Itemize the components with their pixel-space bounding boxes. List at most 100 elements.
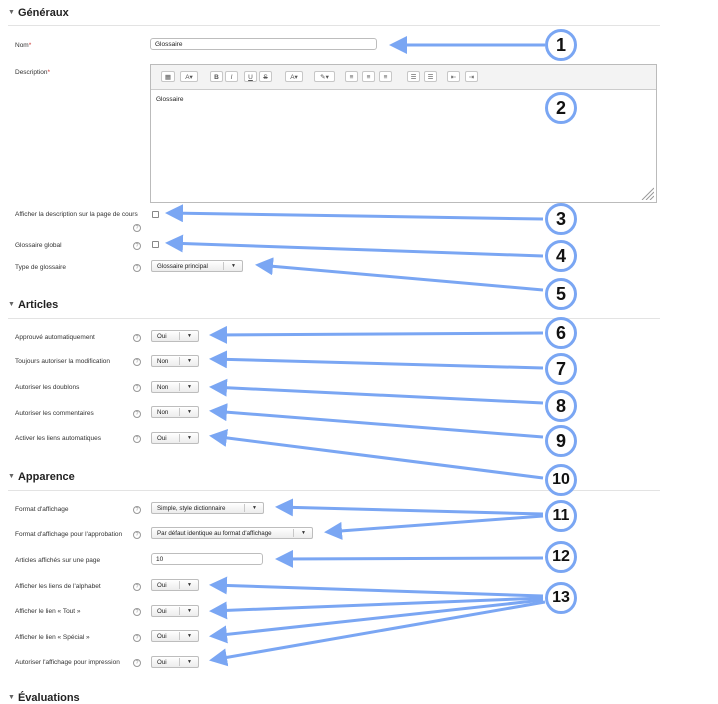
arrow-9 (209, 403, 544, 439)
required-icon: * (47, 69, 51, 76)
toolbar-toggle-icon[interactable]: ▦ (161, 71, 175, 82)
type-glossaire-label: Type de glossaire (15, 264, 66, 271)
chevron-down-icon: ▼ (187, 582, 192, 588)
impression-label: Autoriser l'affichage pour impression (15, 659, 120, 666)
afficher-description-checkbox[interactable] (152, 211, 159, 218)
badge-5: 5 (545, 278, 577, 310)
glossaire-global-label: Glossaire global (15, 242, 62, 249)
alphabet-label: Afficher les liens de l'alphabet (15, 583, 101, 590)
help-icon[interactable]: ? (133, 224, 141, 232)
help-icon[interactable]: ? (133, 435, 141, 443)
nom-input[interactable]: Glossaire (150, 38, 377, 50)
doublons-select[interactable]: Non ▼ (151, 381, 199, 393)
chevron-down-icon: ▼ (187, 384, 192, 390)
impression-select[interactable]: Oui ▼ (151, 656, 199, 668)
section-divider (8, 318, 660, 319)
liens-auto-select[interactable]: Oui ▼ (151, 432, 199, 444)
doublons-label: Autoriser les doublons (15, 384, 80, 391)
description-text: Glossaire (156, 96, 184, 103)
help-icon[interactable]: ? (133, 634, 141, 642)
commentaires-select[interactable]: Non ▼ (151, 406, 199, 418)
chevron-down-icon: ▼ (187, 358, 192, 364)
section-articles-header[interactable]: ▼Articles (8, 299, 59, 311)
help-icon[interactable]: ? (133, 358, 141, 366)
help-icon[interactable]: ? (133, 531, 141, 539)
badge-13: 13 (545, 582, 577, 614)
articles-page-input[interactable]: 10 (151, 553, 263, 565)
afficher-description-label: Afficher la description sur la page de c… (15, 211, 138, 218)
underline-icon[interactable]: U (244, 71, 257, 82)
badge-2: 2 (545, 92, 577, 124)
strikethrough-icon[interactable]: S (259, 71, 272, 82)
help-icon[interactable]: ? (133, 410, 141, 418)
approuve-select[interactable]: Oui ▼ (151, 330, 199, 342)
help-icon[interactable]: ? (133, 242, 141, 250)
glossaire-global-checkbox[interactable] (152, 241, 159, 248)
description-label: Description* (15, 69, 51, 76)
arrow-13d (209, 600, 546, 667)
arrow-13c (209, 598, 544, 644)
align-left-icon[interactable]: ≡ (345, 71, 358, 82)
chevron-down-icon: ▼ (187, 435, 192, 441)
arrow-13b (209, 596, 544, 620)
section-apparence-header[interactable]: ▼Apparence (8, 471, 75, 483)
align-center-icon[interactable]: ≡ (362, 71, 375, 82)
badge-11: 11 (545, 500, 577, 532)
badge-9: 9 (545, 425, 577, 457)
help-icon[interactable]: ? (133, 659, 141, 667)
numbered-list-icon[interactable]: ☰ (424, 71, 437, 82)
text-color-icon[interactable]: A▾ (285, 71, 303, 82)
chevron-down-icon: ▼ (187, 409, 192, 415)
bold-icon[interactable]: B (210, 71, 223, 82)
nom-label: Nom* (15, 42, 32, 49)
caret-down-icon: ▼ (8, 301, 15, 308)
lien-tout-select[interactable]: Oui ▼ (151, 605, 199, 617)
approuve-label: Approuvé automatiquement (15, 334, 95, 341)
bullet-list-icon[interactable]: ☰ (407, 71, 420, 82)
lien-tout-label: Afficher le lien « Tout » (15, 608, 81, 615)
help-icon[interactable]: ? (133, 608, 141, 616)
badge-10: 10 (545, 464, 577, 496)
modification-select[interactable]: Non ▼ (151, 355, 199, 367)
badge-3: 3 (545, 203, 577, 235)
align-right-icon[interactable]: ≡ (379, 71, 392, 82)
italic-icon[interactable]: I (225, 71, 238, 82)
help-icon[interactable]: ? (133, 506, 141, 514)
indent-icon[interactable]: ⇥ (465, 71, 478, 82)
modification-label: Toujours autoriser la modification (15, 358, 111, 365)
chevron-down-icon: ▼ (187, 608, 192, 614)
arrow-11b (324, 514, 544, 540)
badge-4: 4 (545, 240, 577, 272)
format-approbation-label: Format d'affichage pour l'approbation (15, 531, 123, 538)
commentaires-label: Autoriser les commentaires (15, 410, 94, 417)
font-style-icon[interactable]: A▾ (180, 71, 198, 82)
section-divider (8, 25, 660, 26)
help-icon[interactable]: ? (133, 264, 141, 272)
arrow-4 (165, 234, 544, 258)
chevron-down-icon: ▼ (187, 659, 192, 665)
editor-toolbar: ▦ A▾ B I U S A▾ ✎▾ ≡ ≡ ≡ ☰ ☰ ⇤ ⇥ (151, 65, 656, 90)
highlight-color-icon[interactable]: ✎▾ (314, 71, 335, 82)
chevron-down-icon: ▼ (301, 530, 306, 536)
badge-7: 7 (545, 353, 577, 385)
arrow-5 (255, 257, 544, 292)
badge-12: 12 (545, 541, 577, 573)
type-glossaire-select[interactable]: Glossaire principal ▼ (151, 260, 243, 272)
badge-6: 6 (545, 317, 577, 349)
resize-handle-icon[interactable] (638, 184, 654, 200)
chevron-down-icon: ▼ (187, 633, 192, 639)
format-approbation-select[interactable]: Par défaut identique au format d'afficha… (151, 527, 313, 539)
help-icon[interactable]: ? (133, 583, 141, 591)
help-icon[interactable]: ? (133, 384, 141, 392)
help-icon[interactable]: ? (133, 334, 141, 342)
chevron-down-icon: ▼ (252, 505, 257, 511)
description-editor[interactable]: ▦ A▾ B I U S A▾ ✎▾ ≡ ≡ ≡ ☰ ☰ ⇤ ⇥ Glossai… (150, 64, 657, 203)
outdent-icon[interactable]: ⇤ (447, 71, 460, 82)
lien-special-select[interactable]: Oui ▼ (151, 630, 199, 642)
arrow-10 (209, 428, 544, 480)
alphabet-select[interactable]: Oui ▼ (151, 579, 199, 591)
arrow-7 (209, 350, 544, 370)
section-generaux-header[interactable]: ▼Généraux (8, 7, 69, 19)
format-affichage-select[interactable]: Simple, style dictionnaire ▼ (151, 502, 264, 514)
